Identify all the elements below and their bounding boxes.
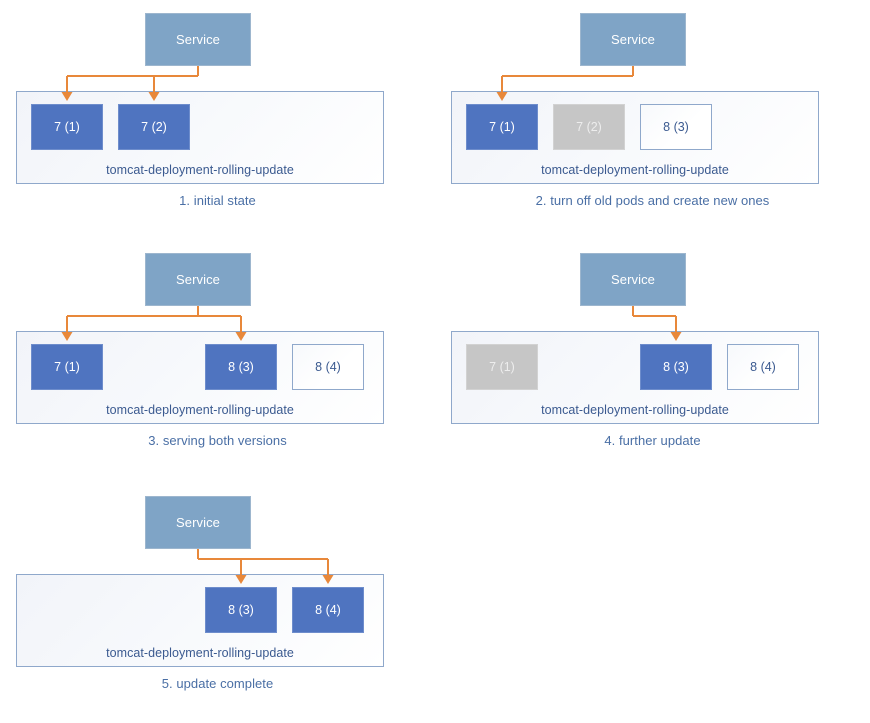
pod-label: 7 (1) (489, 120, 515, 134)
pod-box[interactable]: 8 (3) (205, 587, 277, 633)
diagram-panel-step-2: tomcat-deployment-rolling-update 7 (1) 7 (… (435, 0, 870, 240)
pod-label: 8 (4) (750, 360, 776, 374)
pod-label: 8 (4) (315, 360, 341, 374)
pod-box[interactable]: 8 (4) (292, 587, 364, 633)
service-label: Service (175, 515, 221, 530)
pod-box[interactable]: 8 (4) (292, 344, 364, 390)
pod-box[interactable]: 7 (1) (466, 104, 538, 150)
pod-box[interactable]: 8 (3) (640, 344, 712, 390)
pod-label: 7 (1) (489, 360, 515, 374)
service-box[interactable]: Service (145, 13, 251, 66)
service-box[interactable]: Service (145, 496, 251, 549)
pod-box[interactable]: 8 (3) (205, 344, 277, 390)
pod-box[interactable]: 8 (4) (727, 344, 799, 390)
deployment-name-label: tomcat-deployment-rolling-update (106, 163, 294, 177)
deployment-name-label: tomcat-deployment-rolling-update (106, 646, 294, 660)
pod-label: 8 (3) (663, 120, 689, 134)
panel-stage: tomcat-deployment-rolling-update 7 (1) 7 (… (435, 0, 870, 240)
pod-box[interactable]: 7 (1) (31, 104, 103, 150)
pod-box[interactable]: 7 (2) (553, 104, 625, 150)
panel-stage: tomcat-deployment-rolling-update 8 (3) 8 (… (0, 483, 435, 723)
deployment-name-label: tomcat-deployment-rolling-update (541, 163, 729, 177)
pod-box[interactable]: 7 (2) (118, 104, 190, 150)
service-box[interactable]: Service (580, 13, 686, 66)
panel-caption: 2. turn off old pods and create new ones (535, 193, 770, 208)
diagram-panel-step-1: tomcat-deployment-rolling-update 7 (1) 7 (… (0, 0, 435, 240)
panel-caption: 5. update complete (161, 676, 274, 691)
pod-label: 7 (2) (141, 120, 167, 134)
diagram-panel-step-5: tomcat-deployment-rolling-update 8 (3) 8 (… (0, 483, 435, 723)
service-box[interactable]: Service (580, 253, 686, 306)
panel-stage: tomcat-deployment-rolling-update 7 (1) 7 (… (0, 0, 435, 240)
panel-caption: 4. further update (604, 433, 701, 448)
pod-label: 7 (1) (54, 360, 80, 374)
pod-box[interactable]: 7 (1) (466, 344, 538, 390)
pod-box[interactable]: 8 (3) (640, 104, 712, 150)
pod-label: 8 (3) (663, 360, 689, 374)
service-box[interactable]: Service (145, 253, 251, 306)
pod-label: 7 (1) (54, 120, 80, 134)
pod-box[interactable]: 7 (1) (31, 344, 103, 390)
pod-label: 7 (2) (576, 120, 602, 134)
panel-caption: 3. serving both versions (148, 433, 287, 448)
diagram-panel-step-3: tomcat-deployment-rolling-update 7 (1) 8 (… (0, 240, 435, 480)
pod-label: 8 (3) (228, 603, 254, 617)
pod-label: 8 (4) (315, 603, 341, 617)
panel-stage: tomcat-deployment-rolling-update 7 (1) 8 (… (435, 240, 870, 480)
service-label: Service (610, 272, 656, 287)
service-label: Service (175, 272, 221, 287)
deployment-name-label: tomcat-deployment-rolling-update (541, 403, 729, 417)
deployment-name-label: tomcat-deployment-rolling-update (106, 403, 294, 417)
panel-caption: 1. initial state (179, 193, 256, 208)
service-label: Service (175, 32, 221, 47)
pod-label: 8 (3) (228, 360, 254, 374)
diagram-panel-step-4: tomcat-deployment-rolling-update 7 (1) 8 (… (435, 240, 870, 480)
service-label: Service (610, 32, 656, 47)
panel-stage: tomcat-deployment-rolling-update 7 (1) 8 (… (0, 240, 435, 480)
